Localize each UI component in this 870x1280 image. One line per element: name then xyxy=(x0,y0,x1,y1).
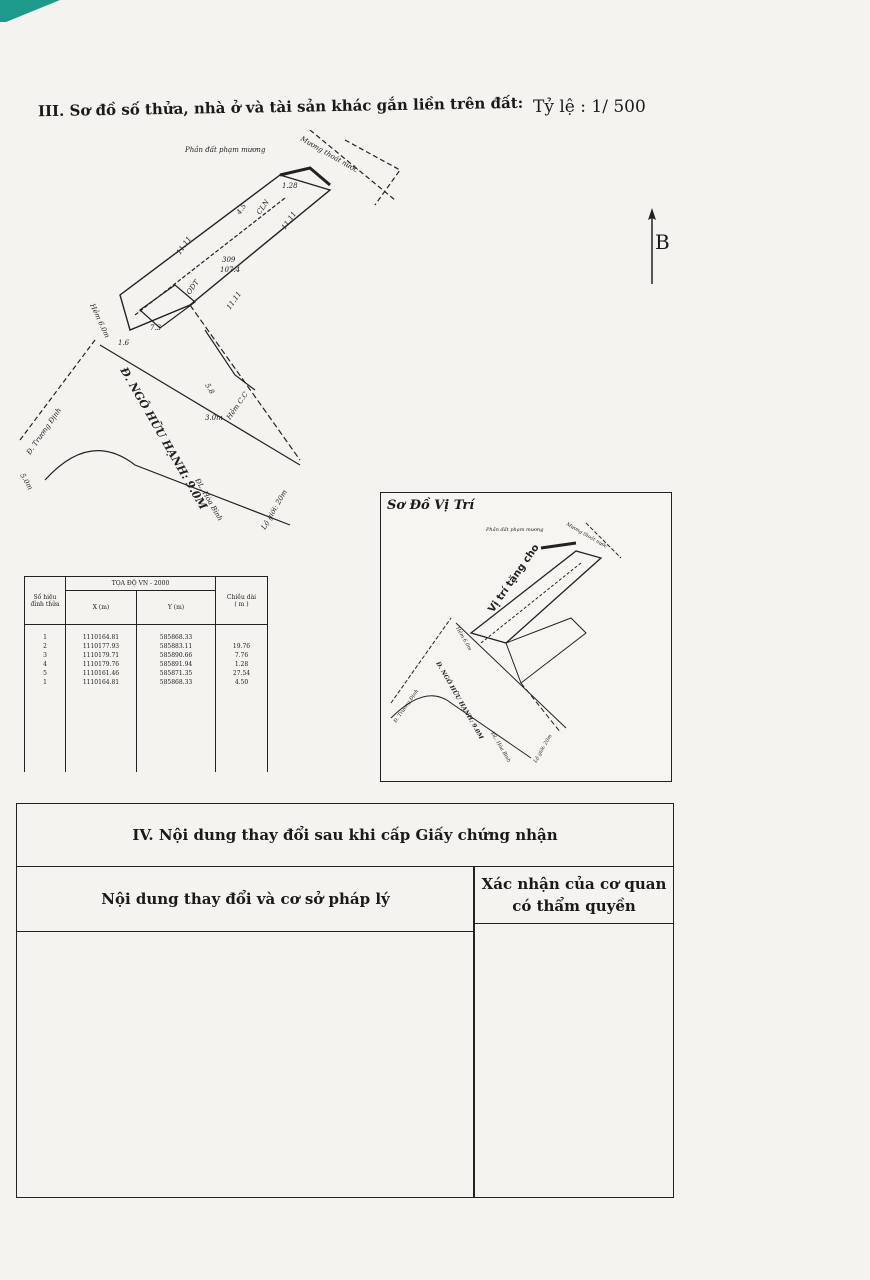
coord-cell: 1 xyxy=(43,634,47,641)
coord-cell: 27.54 xyxy=(232,670,251,677)
loc-road-upper xyxy=(455,622,567,729)
coord-cell: 1 xyxy=(43,679,47,686)
plan-dim-len-2: 11.11 xyxy=(280,210,298,231)
coord-cell: 4.50 xyxy=(234,679,249,686)
loc-alley xyxy=(520,682,562,734)
hdr-coord: TỌA ĐỘ VN - 2000 xyxy=(65,576,216,591)
road-edge-left xyxy=(19,339,96,441)
section4-col2-line2: có thẩm quyền xyxy=(512,897,636,915)
hdr-len: Chiều dài ( m ) xyxy=(215,576,268,625)
road-edge-upper xyxy=(99,344,301,466)
plan-dim-c: 3.0m xyxy=(205,414,223,422)
plan-dim-side: 4.5 xyxy=(235,202,249,217)
col-ids: 1 2 3 4 5 1 xyxy=(24,624,66,772)
section4-col1-header: Nội dung thay đổi và cơ sở pháp lý xyxy=(17,867,474,932)
coord-cell: 7.76 xyxy=(234,652,249,659)
loc-alley: Hẻm 6.0m xyxy=(454,625,474,652)
hdr-id: Số hiệu đỉnh thửa xyxy=(24,576,66,625)
parcel-outline xyxy=(119,174,332,331)
plan-encroach-label: Phần đất phạm mương xyxy=(184,145,266,154)
coord-cell: 1110164.81 xyxy=(82,634,120,641)
plan-dim-b: 5.8 xyxy=(203,382,216,396)
road-edge-lower xyxy=(44,450,291,526)
plan-road-main: Đ. NGÔ HỮU HẠNH: 9.0M xyxy=(117,364,211,513)
col-lens: 19.76 7.76 1.28 27.54 4.50 xyxy=(215,624,268,772)
section4-title: IV. Nội dung thay đổi sau khi cấp Giấy c… xyxy=(17,804,673,867)
plan-alley: Hẻm 6.0m xyxy=(88,301,112,339)
coord-cell: 585868.33 xyxy=(159,679,193,686)
loc-encroach xyxy=(540,541,577,550)
loc-road-left xyxy=(390,617,452,704)
coord-cell: 3 xyxy=(43,652,47,659)
section4-col2-header: Xác nhận của cơ quan có thẩm quyền xyxy=(475,867,673,924)
house-block xyxy=(139,284,196,329)
section3-title: III. Sơ đồ số thửa, nhà ở và tài sản khá… xyxy=(37,93,524,121)
location-map-title: Sơ Đồ Vị Trí xyxy=(387,498,475,513)
col-ys: 585868.33 585883.11 585890.66 585891.94 5858… xyxy=(136,624,216,772)
col-xs: 1110164.81 1110177.93 1110179.71 1110179.76… xyxy=(65,624,137,772)
plan-dim-d: 1.28 xyxy=(282,182,298,190)
north-arrow-icon xyxy=(648,208,656,284)
loc-ditch-label: Mương thoát nước xyxy=(564,520,609,550)
loc-parcel xyxy=(469,550,603,644)
plan-dim-len-3: 11.11 xyxy=(225,290,243,311)
location-map-drawing: Phần đất phạm mương Mương thoát nước Vị … xyxy=(390,520,622,765)
plan-parcel-no: 309 xyxy=(222,256,236,264)
plan-dim-a: 7.3 xyxy=(150,324,162,332)
loc-target-label: Vị trí tặng cho xyxy=(486,542,542,615)
plan-setback: Lộ giới: 20m xyxy=(259,488,289,532)
plan-bottom-left: 5.0m xyxy=(18,472,34,492)
plan-alley-cc: Hẻm C.C xyxy=(224,389,251,422)
loc-inner xyxy=(480,562,582,644)
coord-cell: 1110161.46 xyxy=(82,670,120,677)
ditch-line xyxy=(309,130,396,201)
coord-cell: 1110177.93 xyxy=(82,643,120,650)
coord-cell: 585890.66 xyxy=(159,652,193,659)
coord-cell: 1.28 xyxy=(234,661,249,668)
loc-setback: Lộ giới: 20m xyxy=(531,733,554,765)
section4-table: IV. Nội dung thay đổi sau khi cấp Giấy c… xyxy=(16,803,674,1198)
hdr-len-text: Chiều dài xyxy=(226,593,257,601)
coord-cell: 19.76 xyxy=(232,643,251,650)
coord-cell: 585883.11 xyxy=(159,643,193,650)
hdr-y: Y (m) xyxy=(136,590,216,625)
coord-cell: 5 xyxy=(43,670,47,677)
location-map: Sơ Đồ Vị Trí Phần đất phạm mương Mương t… xyxy=(380,492,672,782)
plan-dim-len: 11.11 xyxy=(175,235,193,256)
scale-label: Tỷ lệ : 1/ 500 xyxy=(533,97,646,117)
coord-cell: 1110164.81 xyxy=(82,679,120,686)
loc-ditch xyxy=(585,522,622,559)
loc-block xyxy=(505,617,587,684)
corner-mark xyxy=(0,0,60,22)
coord-cell: 585891.94 xyxy=(159,661,193,668)
ditch-line-2 xyxy=(344,139,401,206)
plan-parcel-area: 107.4 xyxy=(220,266,240,274)
plan-house-b: ODT xyxy=(185,277,202,296)
coord-cell: 2 xyxy=(43,643,47,650)
loc-hoa-binh: ĐL. Hòa Bình xyxy=(489,730,513,764)
loc-encroach-label: Phần đất phạm mương xyxy=(485,525,543,533)
plan-house-a: CLN xyxy=(255,198,271,217)
alley-cc-2 xyxy=(204,329,256,391)
encroach-hatch xyxy=(279,166,331,187)
hdr-len-unit: ( m ) xyxy=(234,600,249,608)
coord-cell: 1110179.71 xyxy=(82,652,120,659)
north-letter: B xyxy=(655,230,670,254)
loc-road-main: Đ. NGÔ HỮU HẠNH: 9.0M xyxy=(434,659,486,741)
section4-divider xyxy=(473,867,475,1197)
plan-dim-e: 1.6 xyxy=(118,339,130,347)
coord-cell: 585871.35 xyxy=(159,670,193,677)
coord-cell: 1110179.76 xyxy=(82,661,120,668)
hdr-x: X (m) xyxy=(65,590,137,625)
coord-cell: 4 xyxy=(43,661,47,668)
coord-cell: 585868.33 xyxy=(159,634,193,641)
plan-road-small: Đ. Trương Định xyxy=(25,407,64,457)
loc-road-lower xyxy=(390,695,532,759)
loc-road-small: Đ. Trương Định xyxy=(392,689,420,725)
parcel-plan: Phần đất phạm mương Mương thoát nước 309… xyxy=(18,130,401,532)
coordinate-table: Số hiệu đỉnh thửa TỌA ĐỘ VN - 2000 Chiều… xyxy=(24,576,268,772)
section4-col2-line1: Xác nhận của cơ quan xyxy=(481,875,667,893)
